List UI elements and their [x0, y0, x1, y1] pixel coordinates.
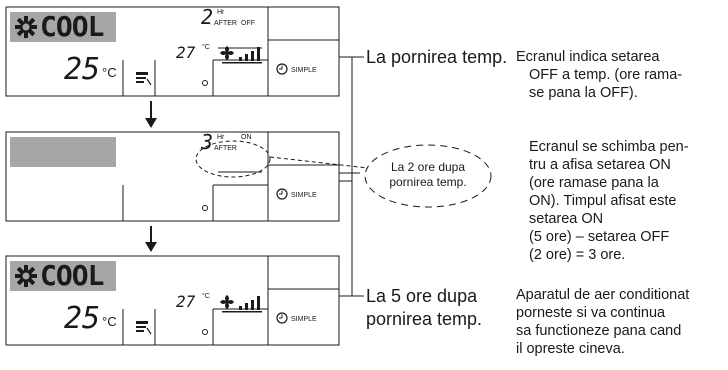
clock-icon [276, 188, 288, 200]
description-3-line: sa functioneze pana cand [516, 323, 682, 339]
timer-hr: Hr [217, 134, 225, 141]
description-1-line: se pana la OFF). [529, 85, 638, 101]
description-2: Ecranul se schimba pen- tru a afisa seta… [529, 138, 689, 264]
timer-value: 3 [201, 130, 214, 154]
mode-highlight [10, 137, 116, 167]
set-temperature: 25 [64, 301, 101, 336]
callout-leader [269, 156, 369, 169]
arrow-down-1 [145, 101, 157, 128]
gear-icon [15, 265, 37, 287]
panel-2: 3 Hr AFTER ON SIMPLE [6, 130, 339, 221]
description-1-line: Ecranul indica setarea [516, 49, 660, 65]
callout-bubble-outline [364, 144, 492, 208]
timer-state: ON [241, 134, 252, 141]
description-1: Ecranul indica setarea OFF a temp. (ore … [516, 48, 682, 102]
description-3-line: il opreste cineva. [516, 341, 625, 357]
gear-icon [15, 16, 37, 38]
label-start: La pornirea temp. [366, 47, 508, 67]
indicator-dot-3 [202, 329, 208, 335]
panel-1-frame [5, 6, 340, 97]
label-after-5h-line1: La 5 ore dupa [366, 286, 478, 306]
description-2-line: (2 ore) = 3 ore. [529, 247, 626, 263]
clock-icon [276, 63, 288, 75]
indicator-dot-2 [202, 205, 208, 211]
description-2-line: (5 ore) – setarea OFF [529, 229, 670, 245]
description-2-line: ON). Timpul afisat este [529, 193, 677, 209]
panel-1: COOL 25 °C 2 Hr AFTER OFF 27 °C SIMPLE [6, 5, 339, 96]
timer-hr: Hr [217, 9, 225, 16]
callout-bubble: La 2 ore dupa pornirea temp. [368, 160, 488, 190]
clock-icon [276, 312, 288, 324]
description-3-line: Aparatul de aer conditionat [516, 287, 690, 303]
temp-unit: °C [102, 65, 117, 80]
description-1-line: OFF a temp. (ore rama- [529, 67, 683, 83]
callout-line-1: La 2 ore dupa [390, 160, 466, 174]
label-after-5h-line2: pornirea temp. [366, 309, 483, 329]
description-3: Aparatul de aer conditionat porneste si … [516, 286, 689, 358]
description-2-line: (ore ramase pana la [529, 175, 659, 191]
arrow-down-2 [145, 226, 157, 252]
fan-speed-icon [220, 295, 262, 313]
description-2-line: setarea ON [529, 211, 604, 227]
timer-after: AFTER [214, 20, 237, 27]
fan-louver-icon [136, 72, 152, 86]
simple-mode-label: SIMPLE [291, 192, 317, 199]
timer-value: 2 [201, 5, 214, 29]
simple-mode-label: SIMPLE [291, 67, 317, 74]
simple-mode-label: SIMPLE [291, 316, 317, 323]
room-temp-unit: °C [202, 293, 210, 300]
set-temperature: 25 [64, 52, 101, 87]
description-3-line: porneste si va continua [516, 305, 666, 321]
panel-3: COOL 25 °C 27 °C SIMPLE [6, 256, 339, 345]
fan-speed-icon [220, 46, 262, 64]
timer-after: AFTER [214, 145, 237, 152]
panel-2-frame [5, 131, 340, 222]
indicator-dot-1 [202, 80, 208, 86]
room-temperature: 27 [176, 292, 196, 311]
callout-line-2: pornirea temp. [389, 175, 467, 189]
temp-unit: °C [102, 314, 117, 329]
timer-highlight-ellipse [195, 140, 271, 178]
mode-display: COOL [40, 10, 104, 43]
bracket-connectors [339, 56, 364, 297]
timer-state: OFF [241, 20, 255, 27]
room-temperature: 27 [176, 43, 196, 62]
mode-display: COOL [40, 259, 104, 292]
panel-3-frame [5, 255, 340, 346]
room-temp-unit: °C [202, 44, 210, 51]
fan-louver-icon [136, 321, 152, 335]
description-2-line: Ecranul se schimba pen- [529, 139, 689, 155]
description-2-line: tru a afisa setarea ON [529, 157, 671, 173]
